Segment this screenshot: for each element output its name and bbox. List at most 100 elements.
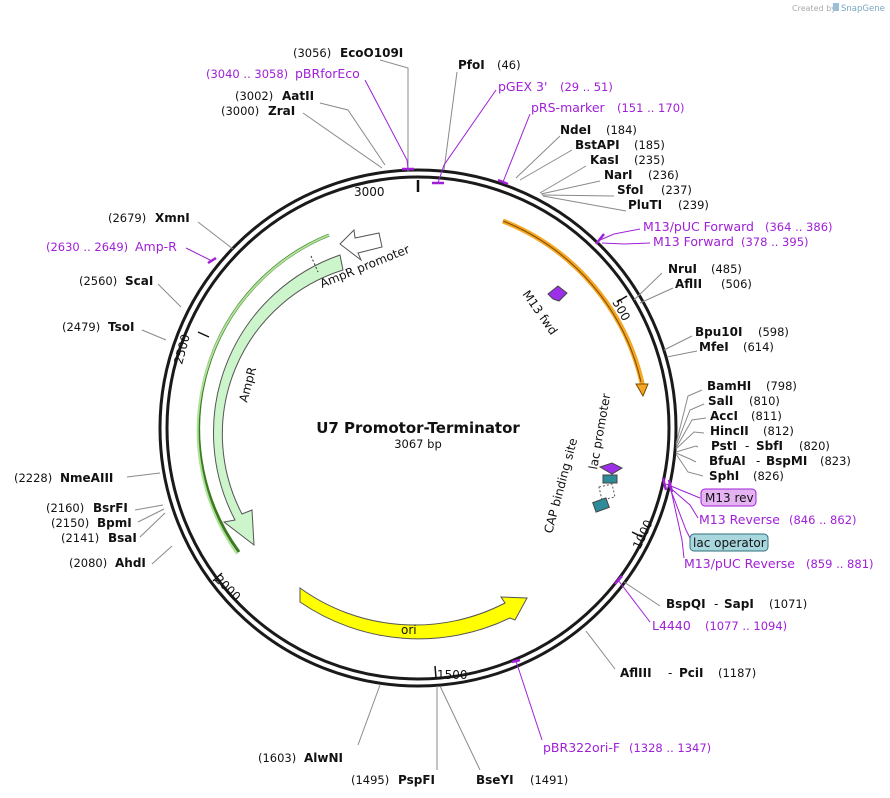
snapgene-brand-text: SnapGene: [841, 4, 885, 14]
primer-range-l4440: (1077 .. 1094): [705, 619, 787, 633]
m13-rev-feature[interactable]: [598, 462, 624, 475]
enzyme-bfuai[interactable]: BfuAI: [709, 454, 746, 468]
primer-prs-marker[interactable]: pRS-marker: [531, 100, 606, 115]
enzyme-pos-psti: (820): [799, 439, 830, 453]
cap-binding-site-feature[interactable]: [592, 497, 610, 513]
primer-range-pgex3: (29 .. 51): [560, 80, 613, 94]
enzyme-pspfi[interactable]: PspFI: [398, 773, 435, 787]
enzyme-sbfi[interactable]: SbfI: [756, 439, 783, 453]
primer-m13-puc-reverse[interactable]: M13/pUC Reverse: [684, 556, 795, 571]
m13-rev-badge[interactable]: M13 rev: [700, 488, 757, 507]
enzyme-afliii[interactable]: AflIII: [620, 666, 652, 680]
enzyme-bpmi[interactable]: BpmI: [97, 516, 132, 530]
primer-pbr322ori-f[interactable]: pBR322ori-F: [543, 740, 620, 755]
enzyme-pfoi[interactable]: PfoI: [458, 58, 485, 72]
enzyme-pos-bsrfi: (2160): [46, 501, 84, 515]
primer-range-pbr322ori-f: (1328 .. 1347): [629, 741, 711, 755]
enzyme-kasi[interactable]: KasI: [590, 153, 619, 167]
tick-label-2500: 2500: [171, 333, 192, 366]
enzyme-pos-bspqi: (1071): [769, 597, 807, 611]
enzyme-pos-aflii: (506): [721, 277, 752, 291]
enzyme-pos-ndei: (184): [606, 123, 637, 137]
primer-range-m13-puc-reverse: (859 .. 881): [806, 557, 874, 571]
enzyme-bspqi[interactable]: BspQI: [666, 597, 706, 611]
enzyme-mfei[interactable]: MfeI: [699, 340, 729, 354]
enzyme-pos-sfoi: (237): [661, 183, 692, 197]
enzyme-pos-afliii: (1187): [718, 666, 756, 680]
cap-binding-site-label: CAP binding site: [541, 437, 580, 535]
primer-amp-r[interactable]: Amp-R: [135, 239, 177, 254]
enzyme-nmeaiii[interactable]: NmeAIII: [60, 471, 113, 485]
enzyme-pos-nari: (236): [648, 168, 679, 182]
enzyme-pcii[interactable]: PciI: [679, 666, 704, 680]
primer-range-m13-forward: (378 .. 395): [741, 235, 809, 249]
enzyme-bspmi[interactable]: BspMI: [766, 454, 807, 468]
enzyme-psti[interactable]: PstI: [711, 439, 737, 453]
enzyme-pos-xmni: (2679): [108, 211, 146, 225]
lac-operator-badge[interactable]: lac operator: [689, 533, 769, 552]
primer-range-m13-puc-forward: (364 .. 386): [765, 220, 833, 234]
enzyme-sapi[interactable]: SapI: [724, 597, 754, 611]
enzyme-sphi[interactable]: SphI: [709, 469, 739, 483]
enzyme-bsrfi[interactable]: BsrFI: [93, 501, 128, 515]
enzyme-pos-mfei: (614): [743, 340, 774, 354]
enzyme-pos-pfoi: (46): [497, 58, 521, 72]
enzyme-sali[interactable]: SalI: [708, 394, 733, 408]
enzyme-zrai[interactable]: ZraI: [268, 104, 295, 118]
enzyme-pos-sphi: (826): [753, 469, 784, 483]
enzyme-pos-bfuai: (823): [820, 454, 851, 468]
enzyme-sfoi[interactable]: SfoI: [617, 183, 644, 197]
primer-l4440[interactable]: L4440: [652, 618, 691, 633]
enzyme-ndei[interactable]: NdeI: [560, 123, 591, 137]
enzyme-xmni[interactable]: XmnI: [155, 211, 190, 225]
primer-range-m13-reverse: (846 .. 862): [789, 513, 857, 527]
enzyme-pos-tsoi: (2479): [62, 320, 100, 334]
primer-m13-forward[interactable]: M13 Forward: [653, 234, 734, 249]
lac-operator-feature[interactable]: [602, 474, 618, 484]
enzyme-pos-scai: (2560): [79, 274, 117, 288]
enzyme-nari[interactable]: NarI: [604, 168, 633, 182]
enzyme-pos-acci: (811): [751, 409, 782, 423]
enzyme-aflii[interactable]: AflII: [675, 277, 702, 291]
primer-pgex3[interactable]: pGEX 3': [498, 79, 547, 94]
enzyme-acci[interactable]: AccI: [710, 409, 738, 423]
ori-label: ori: [401, 623, 417, 637]
primer-m13-puc-forward[interactable]: M13/pUC Forward: [643, 219, 754, 234]
enzyme-aatii[interactable]: AatII: [282, 89, 314, 103]
lac-promoter-feature[interactable]: [598, 483, 616, 501]
enzyme-pos-alwni: (1603): [258, 751, 296, 765]
primer-m13-reverse[interactable]: M13 Reverse: [699, 512, 780, 527]
svg-text:-: -: [745, 439, 749, 453]
enzyme-pos-aatii: (3002): [235, 89, 273, 103]
enzyme-pos-pluti: (239): [678, 198, 709, 212]
enzyme-alwni[interactable]: AlwNI: [304, 751, 343, 765]
primer-marks: [185, 79, 701, 741]
enzyme-nrui[interactable]: NruI: [668, 262, 697, 276]
enzyme-bseyi[interactable]: BseYI: [476, 773, 514, 787]
enzyme-scai[interactable]: ScaI: [125, 274, 153, 288]
ori-feature[interactable]: [299, 587, 528, 640]
enzyme-bsai[interactable]: BsaI: [108, 531, 137, 545]
m13-fwd-feature[interactable]: [547, 285, 568, 302]
primer-range-prs-marker: (151 .. 170): [617, 101, 685, 115]
ampr-promoter-feature[interactable]: [339, 228, 383, 262]
enzyme-pos-bseyi: (1491): [530, 773, 568, 787]
enzyme-bpu10i[interactable]: Bpu10I: [695, 325, 742, 339]
enzyme-ecoo109i[interactable]: EcoO109I: [340, 46, 403, 60]
plasmid-size: 3067 bp: [394, 437, 442, 451]
enzyme-pos-bstapi: (185): [634, 138, 665, 152]
enzyme-bstapi[interactable]: BstAPI: [575, 138, 620, 152]
primer-pbrforeco[interactable]: pBRforEco: [295, 66, 360, 81]
enzyme-hincii[interactable]: HincII: [710, 424, 749, 438]
enzyme-ahdi[interactable]: AhdI: [115, 556, 146, 570]
enzyme-pluti[interactable]: PluTI: [628, 198, 662, 212]
enzyme-pos-bpmi: (2150): [51, 516, 89, 530]
enzyme-tsoi[interactable]: TsoI: [108, 320, 134, 334]
enzyme-bamhi[interactable]: BamHI: [707, 379, 751, 393]
enzyme-pos-kasi: (235): [634, 153, 665, 167]
ampr-feature[interactable]: [212, 254, 344, 547]
backbone-outer: [158, 168, 678, 688]
snapgene-logo-icon: [833, 3, 839, 11]
